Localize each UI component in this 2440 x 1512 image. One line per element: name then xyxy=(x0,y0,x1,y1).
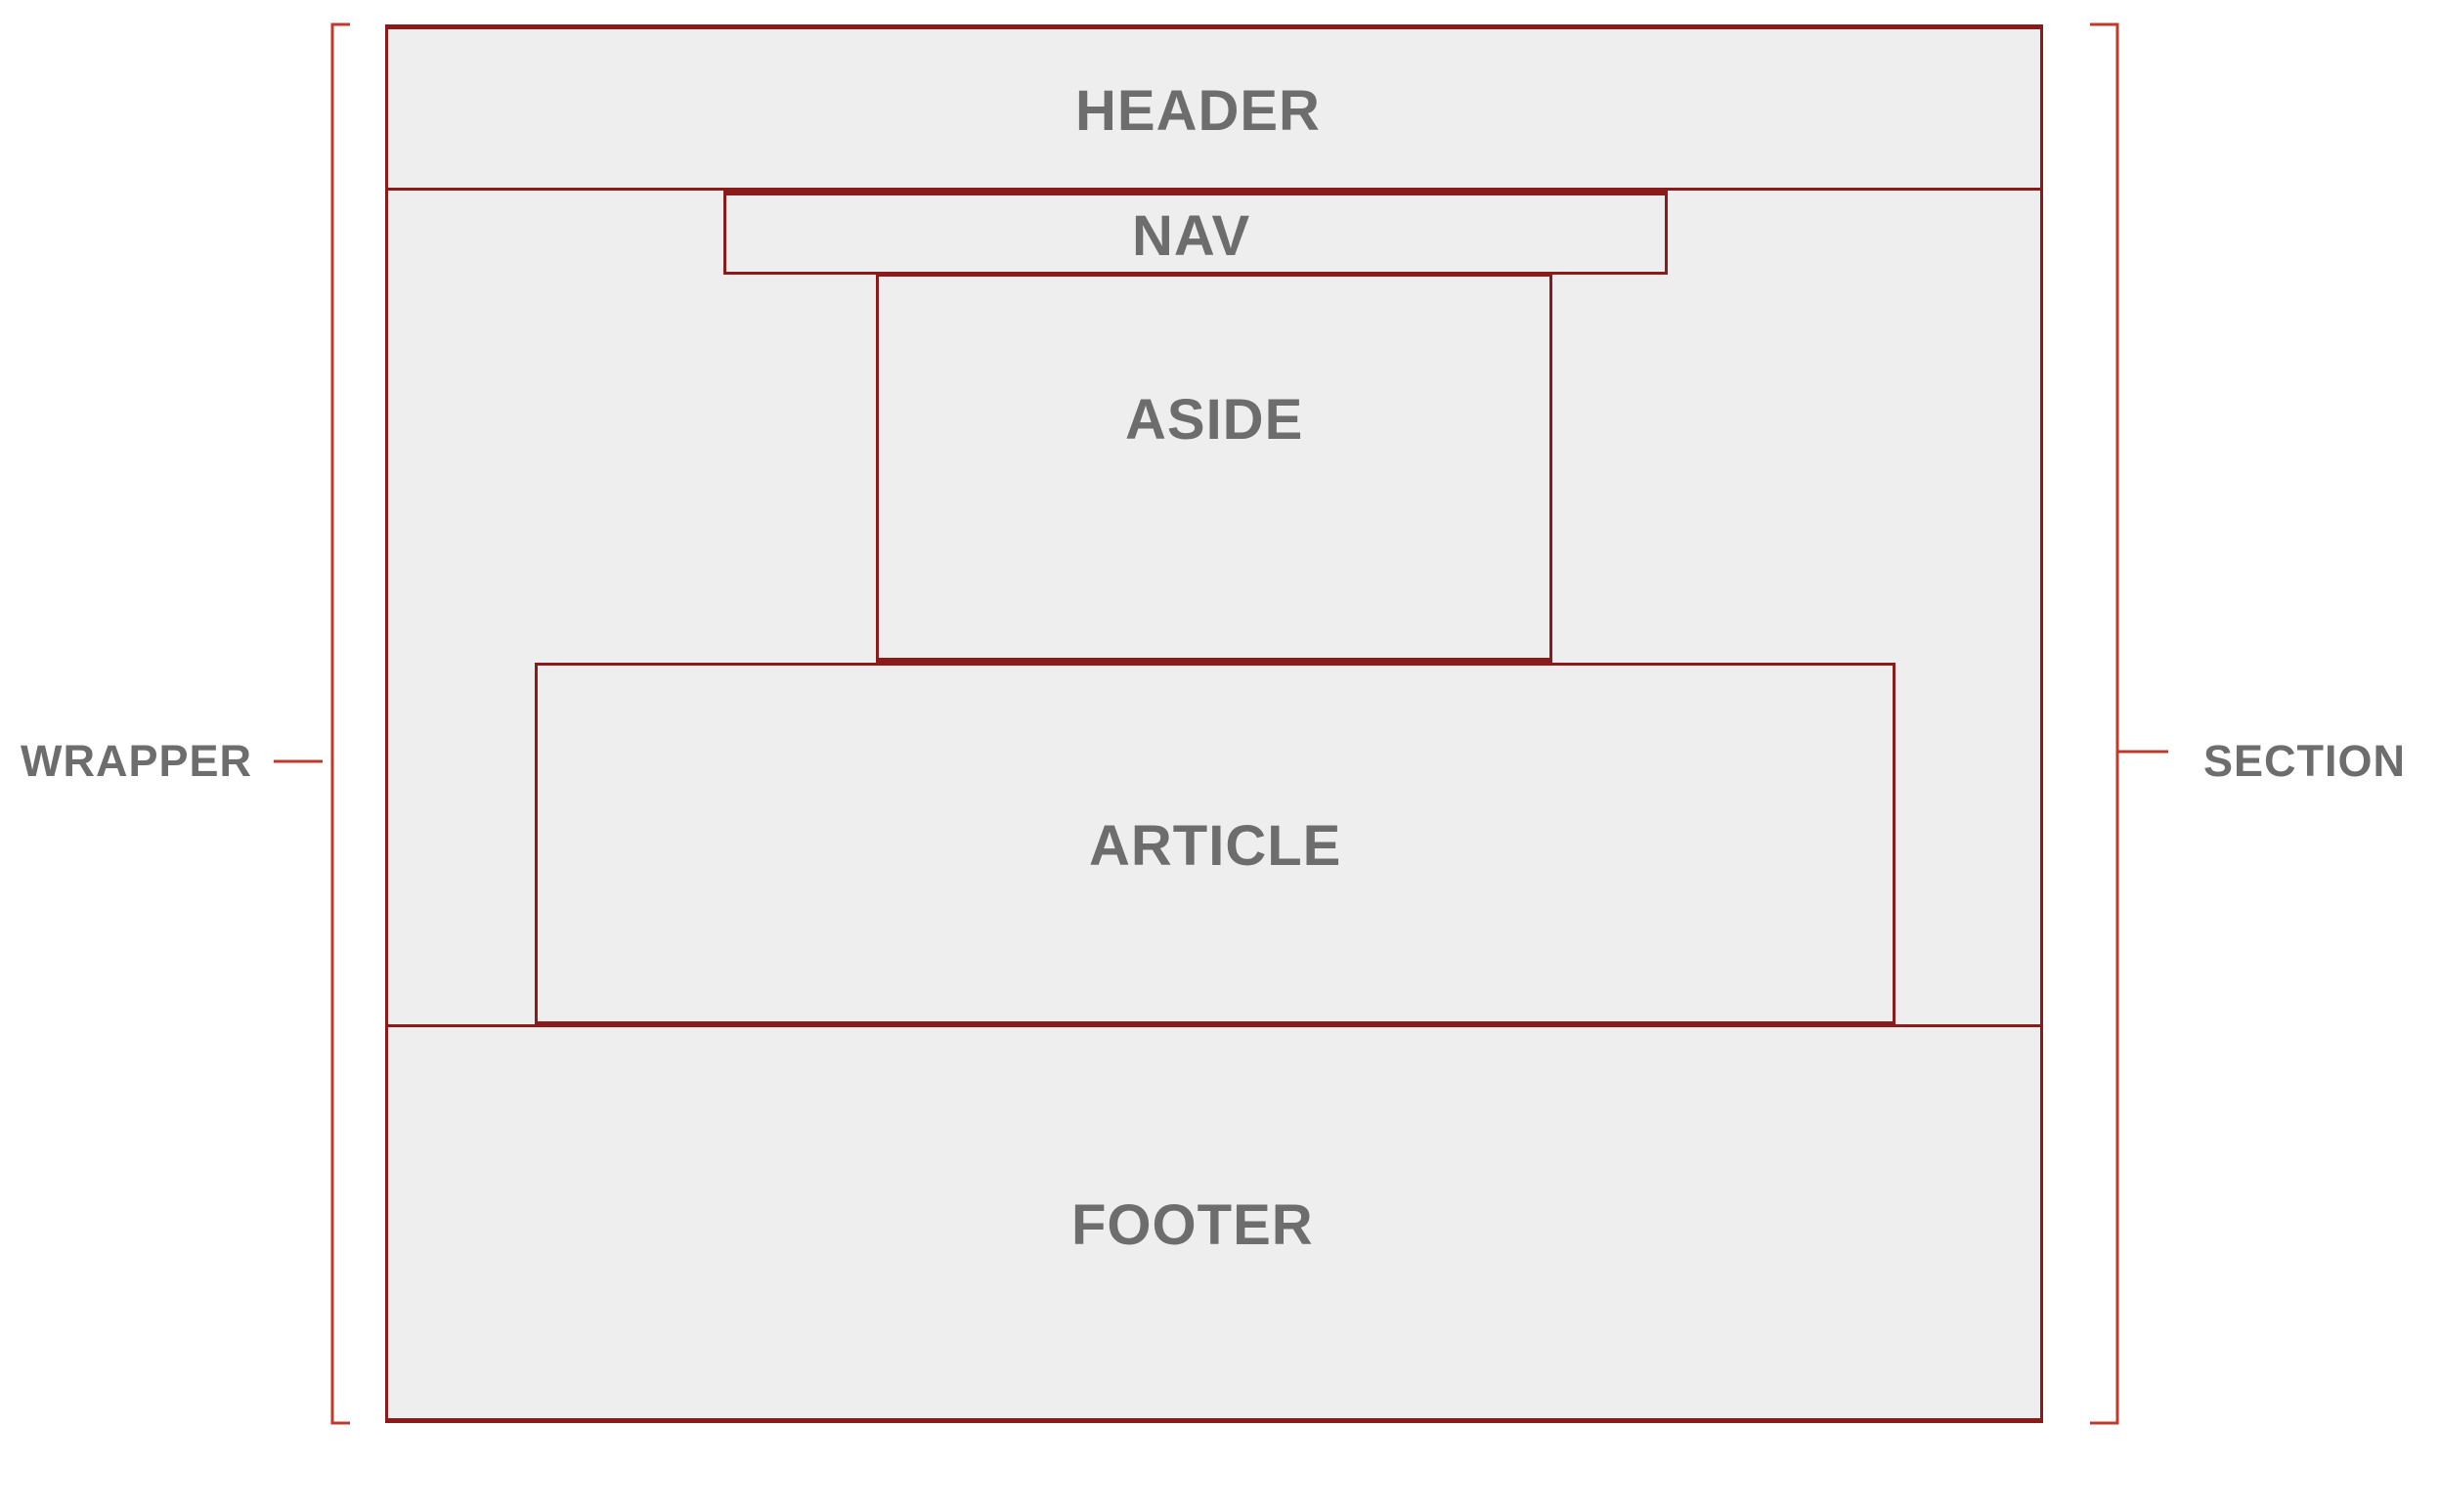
aside-box xyxy=(876,274,1552,663)
footer-label: FOOTER xyxy=(1071,1193,1314,1257)
nav-box xyxy=(723,191,1668,275)
header-box xyxy=(385,24,2043,191)
nav-label: NAV xyxy=(1132,204,1251,268)
footer-box xyxy=(385,1024,2043,1423)
wrapper-bracket xyxy=(330,22,350,1425)
aside-label: ASIDE xyxy=(1125,388,1304,452)
section-label: SECTION xyxy=(2203,736,2407,786)
wrapper-label: WRAPPER xyxy=(21,736,253,786)
article-box xyxy=(535,663,1895,1026)
article-label: ARTICLE xyxy=(1089,814,1342,878)
section-bracket xyxy=(2090,22,2119,1425)
header-label: HEADER xyxy=(1075,79,1321,143)
